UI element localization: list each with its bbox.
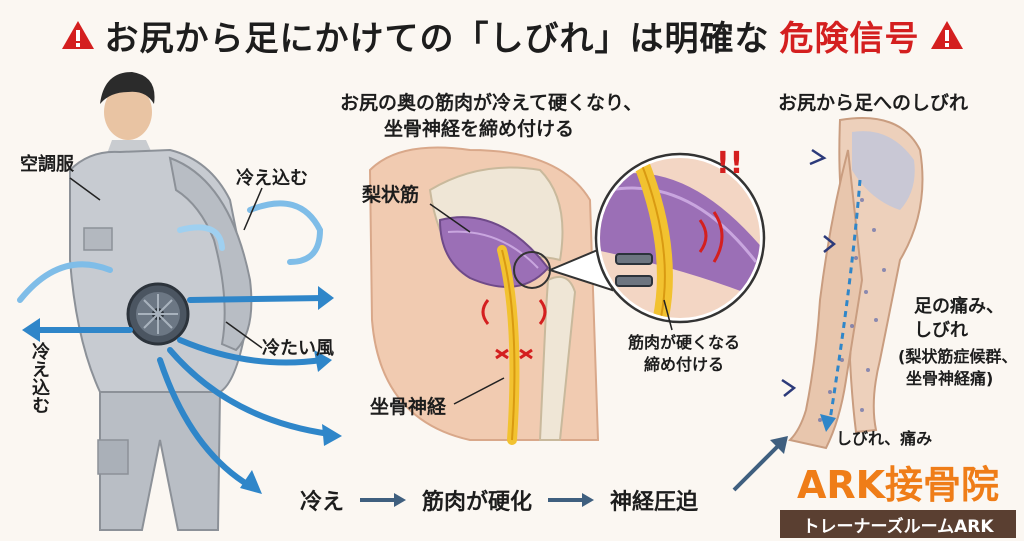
- warning-icon: [930, 21, 963, 49]
- right-caption: お尻から足へのしびれ: [778, 92, 969, 114]
- flow-step-muscle: 筋肉が硬化: [422, 490, 533, 515]
- title-main: お尻から足にかけての「しびれ」は明確な: [104, 18, 770, 59]
- diagonal-arrow: [732, 436, 788, 492]
- symptom-line3: (梨状筋症候群、: [898, 347, 1018, 366]
- middle-caption-line2: 坐骨神経を締め付ける: [384, 118, 575, 140]
- label-sciatic-nerve: 坐骨神経: [370, 396, 447, 418]
- foot-label: しびれ、痛み: [836, 429, 933, 448]
- zoom-bubble: [547, 152, 766, 324]
- title-danger: 危険信号: [779, 18, 920, 59]
- label-piriformis: 梨状筋: [362, 184, 420, 206]
- symptom-line2: しびれ: [914, 320, 968, 341]
- cold-wind-arrows: [17, 200, 333, 489]
- label-cooling-suit: 空調服: [20, 154, 74, 175]
- symptom-line4: 坐骨神経痛): [906, 369, 994, 388]
- middle-leader-lines: [429, 203, 505, 405]
- hip-anatomy: [368, 146, 600, 445]
- left-leader-lines: [69, 177, 263, 349]
- label-cool-in-side: 冷え込む: [29, 342, 50, 414]
- arrow-right-icon: [360, 493, 407, 507]
- brand-name: ARK接骨院: [796, 463, 1000, 507]
- legs-figure: [781, 117, 924, 450]
- brand-subtitle: トレーナーズルームARK: [780, 510, 1016, 538]
- page-title: お尻から足にかけての「しびれ」は明確な危険信号: [0, 6, 1024, 64]
- flow-step-nerve: 神経圧迫: [610, 490, 699, 515]
- label-cold-wind: 冷たい風: [262, 338, 334, 359]
- flow-step-cold: 冷え: [300, 490, 345, 515]
- zoom-caption-line1: 筋肉が硬くなる: [628, 333, 741, 352]
- symptom-line1: 足の痛み、: [914, 296, 1004, 317]
- wind-arrowheads: [22, 286, 342, 494]
- cause-flow: 冷え 筋肉が硬化 神経圧迫: [300, 480, 698, 520]
- warning-icon: [61, 21, 94, 49]
- middle-caption-line1: お尻の奥の筋肉が冷えて硬くなり、: [340, 92, 643, 114]
- zoom-caption-line2: 締め付ける: [644, 355, 725, 374]
- arrow-right-icon: [548, 493, 595, 507]
- zoom-leader: [663, 299, 673, 331]
- exclamation-mark: !!: [716, 146, 744, 181]
- label-cool-in-top: 冷え込む: [236, 168, 308, 189]
